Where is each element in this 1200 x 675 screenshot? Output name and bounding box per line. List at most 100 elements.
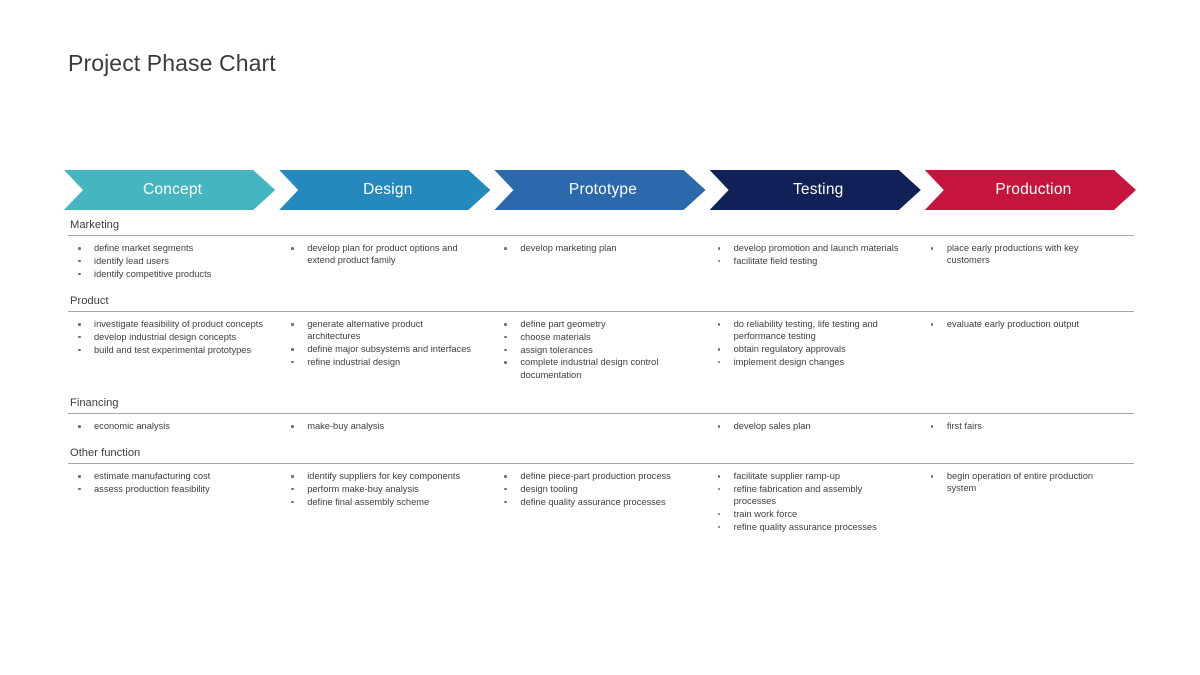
- bullet-list: make-buy analysis: [281, 420, 476, 432]
- list-item: develop plan for product options and ext…: [281, 242, 476, 267]
- list-item: refine quality assurance processes: [708, 521, 903, 533]
- list-item: do reliability testing, life testing and…: [708, 318, 903, 343]
- bullet-list: develop plan for product options and ext…: [281, 242, 476, 267]
- list-item: define quality assurance processes: [494, 496, 689, 508]
- list-item: place early productions with key custome…: [921, 242, 1116, 267]
- list-item: assess production feasibility: [68, 483, 263, 495]
- bullet-list: investigate feasibility of product conce…: [68, 318, 263, 356]
- cell-product-concept: investigate feasibility of product conce…: [68, 318, 281, 381]
- list-item: define piece-part production process: [494, 470, 689, 482]
- list-item: identify competitive products: [68, 268, 263, 280]
- phase-label: Production: [995, 181, 1072, 198]
- bullet-list: do reliability testing, life testing and…: [708, 318, 903, 368]
- cell-marketing-production: place early productions with key custome…: [921, 242, 1134, 280]
- phase-chevron-testing[interactable]: Testing: [710, 170, 921, 210]
- phase-label: Concept: [143, 181, 203, 198]
- section-divider: [68, 463, 1134, 464]
- list-item: develop promotion and launch materials: [708, 242, 903, 254]
- section-financing: Financing economic analysis make-buy analy…: [68, 396, 1134, 446]
- list-item: develop sales plan: [708, 420, 903, 432]
- cell-financing-testing: develop sales plan: [708, 420, 921, 433]
- list-item: generate alternative product architectur…: [281, 318, 476, 343]
- section-other-function: Other function estimate manufacturing cos…: [68, 446, 1134, 546]
- bullet-list: economic analysis: [68, 420, 263, 432]
- list-item: identify suppliers for key components: [281, 470, 476, 482]
- list-item: economic analysis: [68, 420, 263, 432]
- phase-label: Prototype: [568, 181, 638, 198]
- list-item: implement design changes: [708, 356, 903, 368]
- list-item: refine industrial design: [281, 356, 476, 368]
- list-item: facilitate field testing: [708, 255, 903, 267]
- section-title: Product: [70, 295, 109, 307]
- phase-label: Design: [363, 181, 413, 198]
- section-title: Other function: [70, 447, 141, 459]
- section-divider: [68, 311, 1134, 312]
- section-product: Product investigate feasibility of produc…: [68, 294, 1134, 396]
- bullet-list: generate alternative product architectur…: [281, 318, 476, 368]
- phase-chevron-concept[interactable]: Concept: [64, 170, 275, 210]
- list-item: define market segments: [68, 242, 263, 254]
- phase-banner: Concept Design Prototype Testing Production: [64, 170, 1136, 210]
- section-divider: [68, 413, 1134, 414]
- cell-marketing-prototype: develop marketing plan: [494, 242, 707, 280]
- list-item: develop industrial design concepts: [68, 331, 263, 343]
- cell-product-testing: do reliability testing, life testing and…: [708, 318, 921, 381]
- list-item: evaluate early production output: [921, 318, 1116, 330]
- list-item: assign tolerances: [494, 344, 689, 356]
- bullet-list: place early productions with key custome…: [921, 242, 1116, 267]
- cell-marketing-design: develop plan for product options and ext…: [281, 242, 494, 280]
- section-columns: investigate feasibility of product conce…: [68, 312, 1134, 381]
- bullet-list: begin operation of entire production sys…: [921, 470, 1116, 495]
- list-item: build and test experimental prototypes: [68, 344, 263, 356]
- phase-chevron-design[interactable]: Design: [279, 170, 490, 210]
- list-item: choose materials: [494, 331, 689, 343]
- page-title: Project Phase Chart: [68, 50, 276, 76]
- cell-financing-production: first fairs: [921, 420, 1134, 433]
- list-item: define major subsystems and interfaces: [281, 343, 476, 355]
- cell-financing-concept: economic analysis: [68, 420, 281, 433]
- cell-financing-design: make-buy analysis: [281, 420, 494, 433]
- section-divider: [68, 235, 1134, 236]
- list-item: investigate feasibility of product conce…: [68, 318, 263, 330]
- list-item: identify lead users: [68, 255, 263, 267]
- list-item: develop marketing plan: [494, 242, 689, 254]
- section-title: Marketing: [70, 219, 120, 231]
- cell-other-function-production: begin operation of entire production sys…: [921, 470, 1134, 533]
- bullet-list: develop marketing plan: [494, 242, 689, 254]
- list-item: design tooling: [494, 483, 689, 495]
- list-item: estimate manufacturing cost: [68, 470, 263, 482]
- cell-product-design: generate alternative product architectur…: [281, 318, 494, 381]
- bullet-list: develop sales plan: [708, 420, 903, 432]
- section-columns: economic analysis make-buy analysis develo…: [68, 414, 1134, 433]
- list-item: complete industrial design control docum…: [494, 356, 689, 381]
- section-title: Financing: [70, 397, 119, 409]
- list-item: facilitate supplier ramp-up: [708, 470, 903, 482]
- list-item: first fairs: [921, 420, 1116, 432]
- list-item: begin operation of entire production sys…: [921, 470, 1116, 495]
- cell-product-production: evaluate early production output: [921, 318, 1134, 381]
- list-item: refine fabrication and assembly processe…: [708, 483, 903, 508]
- list-item: define final assembly scheme: [281, 496, 476, 508]
- phase-label: Testing: [792, 181, 844, 198]
- list-item: obtain regulatory approvals: [708, 343, 903, 355]
- phase-chevron-prototype[interactable]: Prototype: [494, 170, 705, 210]
- phase-chevron-production[interactable]: Production: [925, 170, 1136, 210]
- list-item: define part geometry: [494, 318, 689, 330]
- bullet-list: evaluate early production output: [921, 318, 1116, 330]
- list-item: make-buy analysis: [281, 420, 476, 432]
